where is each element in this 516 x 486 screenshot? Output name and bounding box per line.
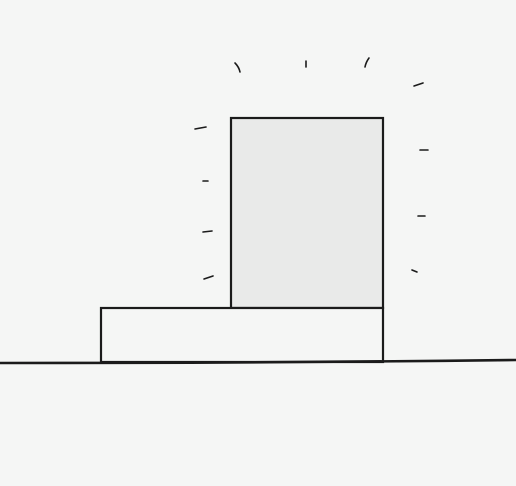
highlight-tick-marks [194,57,429,280]
tick-mark [203,275,214,280]
tick-mark [364,57,370,68]
tick-mark [234,62,241,73]
tick-mark [411,269,418,273]
ground-line [0,358,516,365]
tick-mark [202,230,213,233]
tall-box [229,116,385,310]
tick-mark [413,82,424,87]
base-box [99,306,385,364]
tick-mark [194,126,207,130]
